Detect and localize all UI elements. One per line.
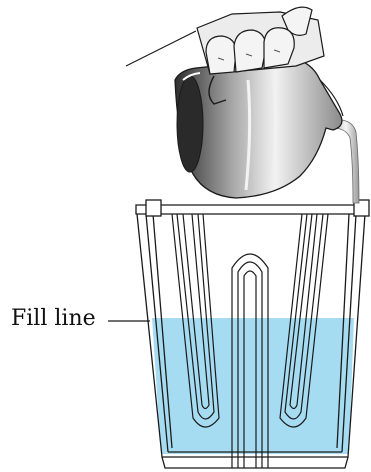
- water-volume: [152, 318, 354, 454]
- pouring-pitcher-icon: [175, 58, 343, 198]
- fill-line-label: Fill line: [11, 306, 96, 331]
- pouring-stream: [333, 120, 359, 203]
- pointer-line: [126, 31, 196, 66]
